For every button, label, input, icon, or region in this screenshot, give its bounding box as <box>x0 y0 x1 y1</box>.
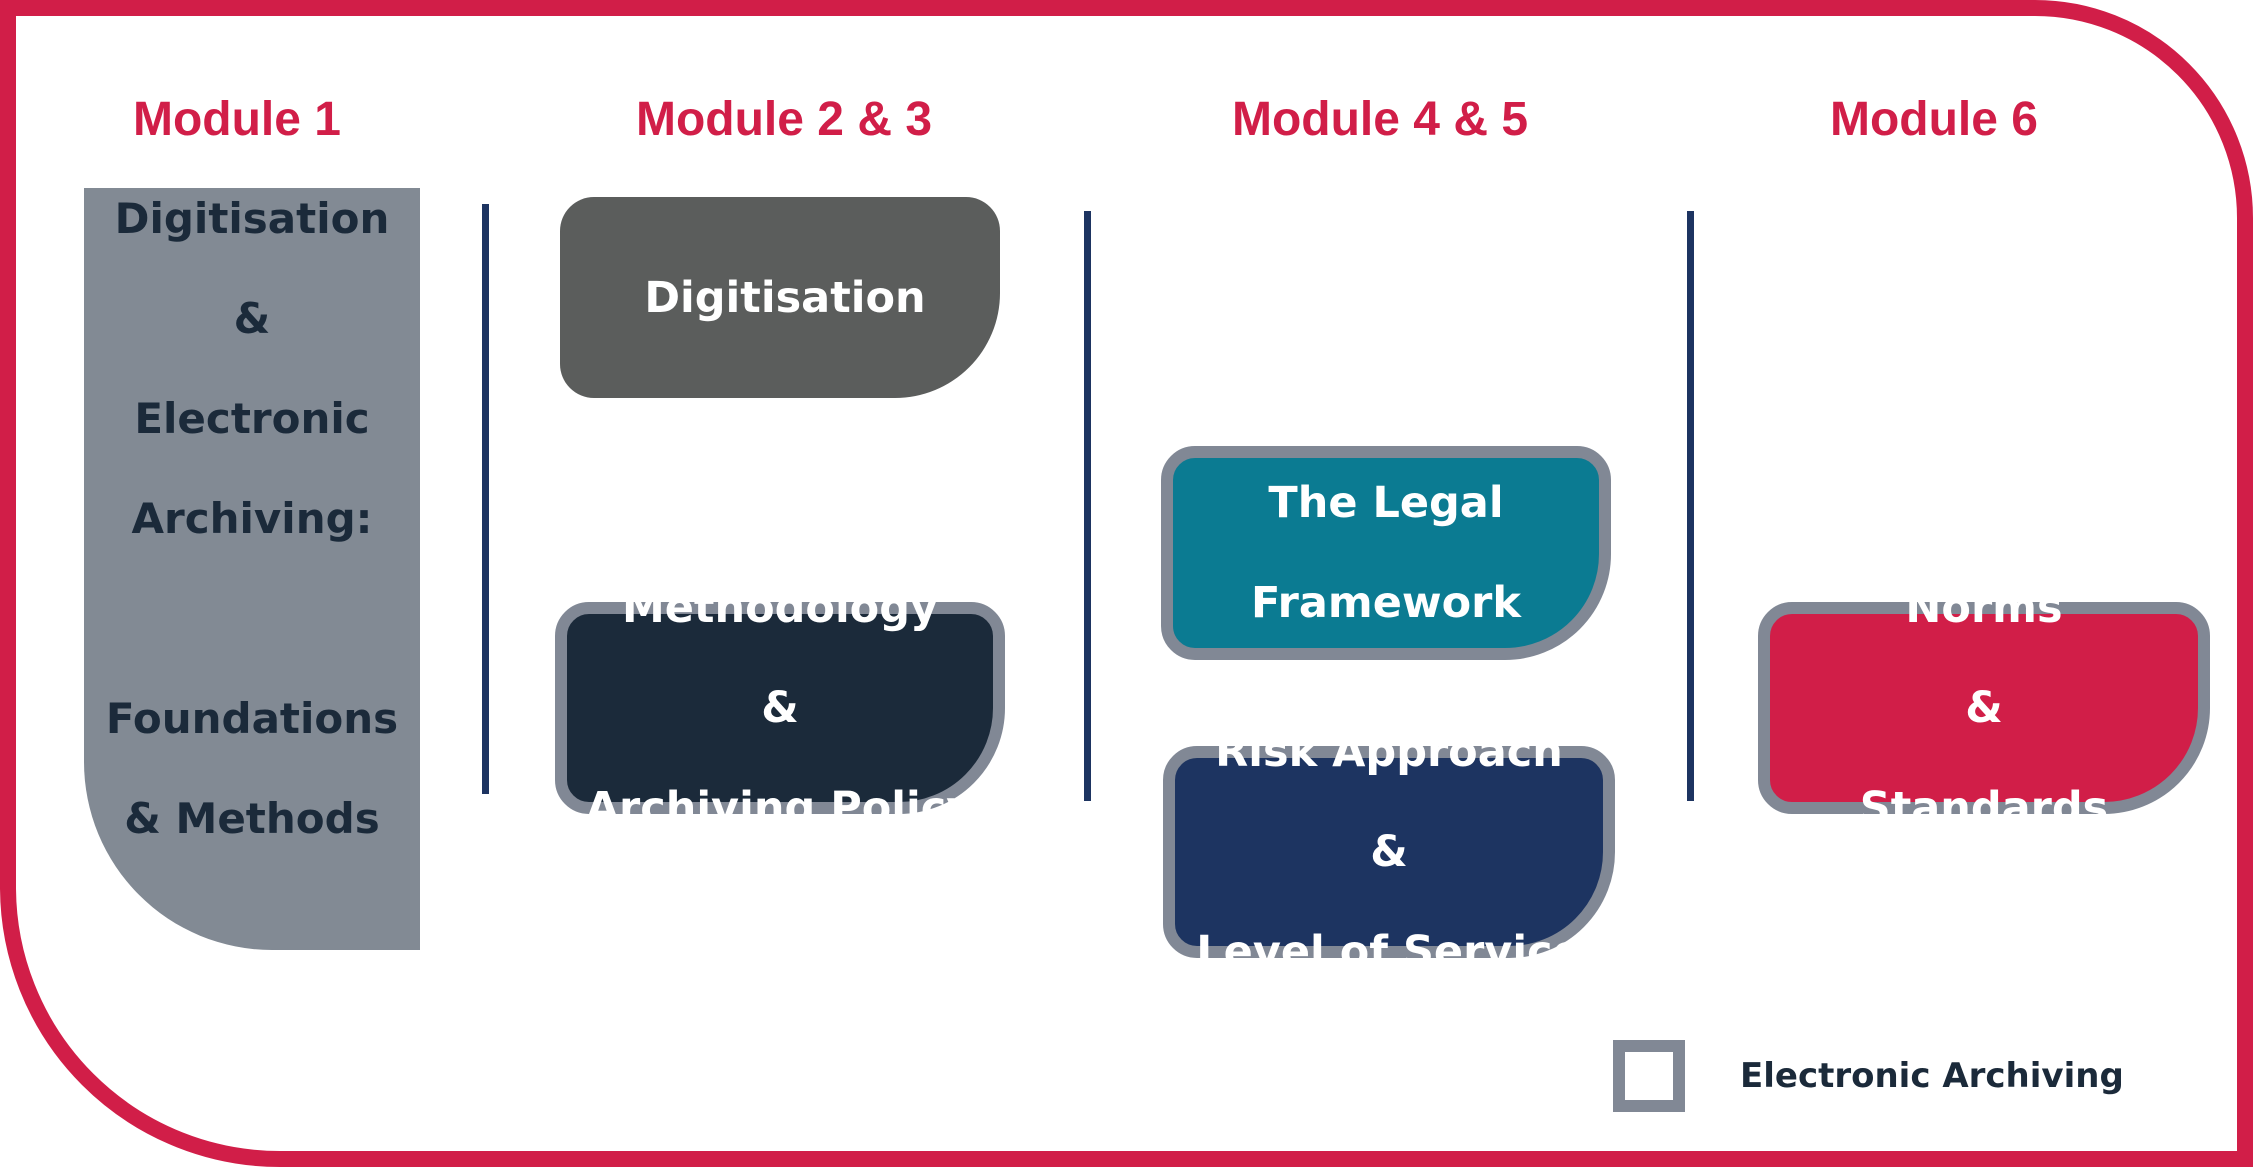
module-6-title: Module 6 <box>1829 93 2038 146</box>
methodology-archiving-policy-box: Methodology & Archiving Policy <box>555 583 1005 833</box>
legal-framework-box: The Legal Framework <box>1161 446 1611 660</box>
norms-standards-label: Norms & Standards <box>1860 533 2109 883</box>
module-4-5-title: Module 4 & 5 <box>1231 93 1529 146</box>
box-line: Level of Service <box>1196 927 1582 977</box>
box-line: Standards <box>1859 783 2109 833</box>
methodology-archiving-policy-label: Methodology & Archiving Policy <box>586 533 975 883</box>
box-line: Electronic <box>134 394 370 443</box>
digitisation-box: Digitisation <box>560 197 1000 398</box>
foundations-methods-box: Digitisation & Electronic Archiving: Fou… <box>84 188 420 950</box>
box-line: & <box>1370 827 1408 877</box>
foundations-methods-label: Digitisation & Electronic Archiving: Fou… <box>106 144 398 894</box>
box-line: & <box>761 683 799 733</box>
box-line: Methodology <box>621 583 939 633</box>
box-line: Foundations <box>105 694 399 743</box>
digitisation-label: Digitisation <box>644 223 925 373</box>
legal-framework-label: The Legal Framework <box>1251 428 1521 678</box>
box-line: Digitisation <box>644 272 926 323</box>
box-line: Digitisation <box>114 194 390 243</box>
box-line: & <box>1965 683 2003 733</box>
box-line: Framework <box>1251 578 1521 628</box>
column-divider-1 <box>482 204 489 794</box>
box-line: The Legal <box>1268 478 1504 528</box>
box-line: & Methods <box>124 794 380 843</box>
module-2-3-title: Module 2 & 3 <box>635 93 933 146</box>
legend-swatch <box>1613 1040 1685 1112</box>
column-divider-3 <box>1687 211 1694 801</box>
box-line: & <box>233 294 271 343</box>
legend-label: Electronic Archiving <box>1740 1056 2124 1096</box>
module-1-title: Module 1 <box>132 93 341 146</box>
norms-standards-box: Norms & Standards <box>1758 583 2210 833</box>
risk-approach-label: Risk Approach & Level of Service <box>1196 677 1581 1027</box>
column-divider-2 <box>1084 211 1091 801</box>
box-line-spacer <box>106 594 398 644</box>
risk-approach-box: Risk Approach & Level of Service <box>1163 727 1615 977</box>
box-line: Norms <box>1905 583 2063 633</box>
box-line: Archiving: <box>131 494 373 543</box>
box-line: Archiving Policy <box>585 783 975 833</box>
box-line: Risk Approach <box>1215 727 1563 777</box>
